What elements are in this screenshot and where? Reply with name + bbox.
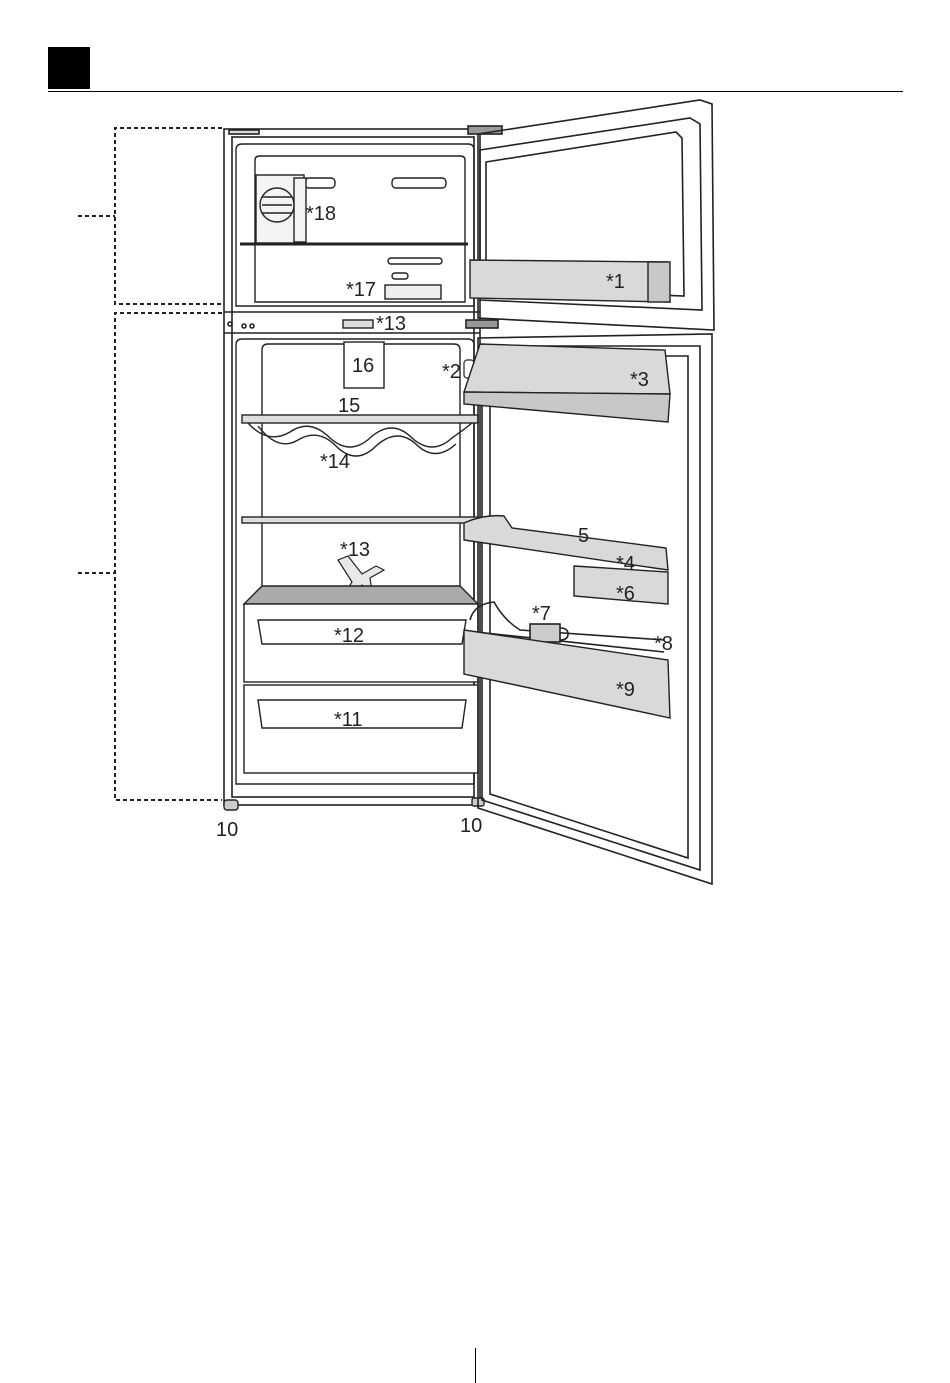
adjustable-feet <box>224 798 484 810</box>
label-6: *6 <box>616 583 635 605</box>
label-16: 16 <box>352 355 374 377</box>
label-7: *7 <box>532 603 551 625</box>
label-1: *1 <box>606 271 625 293</box>
crisper-cover <box>244 586 478 604</box>
door-shelf-middle <box>464 516 668 570</box>
label-5: 5 <box>578 525 589 547</box>
label-18: *18 <box>306 203 336 225</box>
label-13-top: *13 <box>376 313 406 335</box>
freezer-bracket <box>78 128 222 304</box>
label-3: *3 <box>630 369 649 391</box>
glass-shelf-upper <box>242 415 478 456</box>
page-divider <box>475 1348 476 1383</box>
label-9: *9 <box>616 679 635 701</box>
fridge-bracket <box>78 313 222 800</box>
label-10-left: 10 <box>216 819 238 841</box>
label-14: *14 <box>320 451 350 473</box>
glass-shelf-middle <box>242 517 478 523</box>
label-17: *17 <box>346 279 376 301</box>
label-4: *4 <box>616 553 635 575</box>
label-13-middle: *13 <box>340 539 370 561</box>
label-2: *2 <box>442 361 461 383</box>
bottle-shelf <box>464 630 670 718</box>
fridge-door <box>478 334 712 884</box>
freezer-door-shelf <box>470 260 670 302</box>
ice-tray <box>256 175 306 243</box>
label-11: *11 <box>334 709 363 731</box>
label-8: *8 <box>654 633 673 655</box>
label-15: 15 <box>338 395 360 417</box>
label-12: *12 <box>334 625 364 647</box>
label-10-right: 10 <box>460 815 482 837</box>
